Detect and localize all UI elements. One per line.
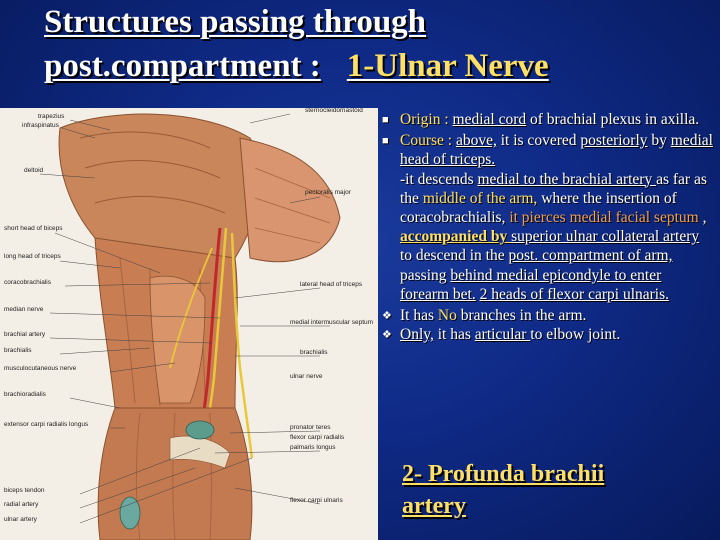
label-brachial-artery: brachial artery bbox=[4, 331, 46, 338]
label-medial-intermuscular-septum: medial intermuscular septum bbox=[290, 319, 373, 326]
label-short-head-biceps: short head of biceps bbox=[4, 225, 63, 232]
course-passing: passing bbox=[400, 266, 451, 284]
label-musculocutaneous-nerve: musculocutaneous nerve bbox=[4, 365, 77, 372]
label-median-nerve: median nerve bbox=[4, 306, 44, 313]
anatomy-svg: trapezius sternocleidomastoid infraspina… bbox=[0, 108, 378, 540]
bullet-course: ■ Course : above, it is covered posterio… bbox=[382, 131, 714, 304]
label-brachioradialis: brachioradialis bbox=[4, 391, 47, 398]
course-heads: 2 heads of flexor carpi ulnaris. bbox=[479, 285, 670, 303]
only-b: it has bbox=[433, 326, 475, 344]
label-flexor-carpi-ulnaris: flexor carpi ulnaris bbox=[290, 497, 343, 504]
course-medial-to: medial to the brachial artery bbox=[477, 170, 657, 188]
label-ulnar-artery: ulnar artery bbox=[4, 516, 38, 523]
diamond-bullet-icon: ❖ bbox=[382, 329, 392, 342]
course-behind: behind medial epicondyle to enter forear… bbox=[400, 266, 662, 303]
diamond-bullet-icon: ❖ bbox=[382, 310, 392, 323]
label-ext-carpi-radialis-longus: extensor carpi radialis longus bbox=[4, 421, 89, 428]
course-accompanied: accompanied by bbox=[400, 228, 512, 246]
course-medial-head: medial head of triceps. bbox=[400, 132, 713, 169]
course-by: by bbox=[647, 132, 671, 150]
course-label: Course : bbox=[400, 132, 453, 150]
course-pierces: it pierces medial facial septum bbox=[509, 209, 699, 227]
course-post-comp: post. compartment of arm, bbox=[508, 247, 673, 265]
only-a: Only, bbox=[400, 326, 434, 344]
course-descends: -it descends bbox=[400, 170, 478, 188]
profunda-line-2: artery bbox=[402, 493, 466, 519]
bullet-origin: ■ Origin : medial cord of brachial plexu… bbox=[382, 110, 714, 129]
slide-title: Structures passing through post.compartm… bbox=[44, 0, 714, 88]
course-superior: superior ulnar collateral artery bbox=[511, 228, 700, 246]
bullet-branches: ❖ It has No branches in the arm. bbox=[382, 306, 714, 325]
course-where: where the insertion of coracobrachialis, bbox=[400, 189, 677, 227]
label-radial-artery: radial artery bbox=[4, 501, 39, 508]
label-brachialis-2: brachialis bbox=[300, 349, 328, 356]
label-brachialis-1: brachialis bbox=[4, 347, 32, 354]
label-deltoid: deltoid bbox=[24, 167, 44, 174]
profunda-heading: 2- Profunda brachii artery bbox=[402, 458, 702, 522]
course-covered: it is covered bbox=[496, 132, 581, 150]
label-bicipital-aponeurosis: palmaris longus bbox=[290, 444, 336, 451]
origin-label: Origin : bbox=[400, 111, 449, 128]
title-nerve: 1-Ulnar Nerve bbox=[346, 48, 549, 84]
label-fcr-palmaris: flexor carpi radialis bbox=[290, 434, 345, 441]
square-bullet-icon: ■ bbox=[382, 135, 389, 148]
bullet-only: ❖ Only, it has articular to elbow joint. bbox=[382, 325, 714, 344]
branches-b: branches in the arm. bbox=[456, 307, 587, 325]
label-lateral-head-triceps: lateral head of triceps bbox=[300, 281, 363, 288]
square-bullet-icon: ■ bbox=[382, 114, 389, 126]
label-trapezius: trapezius bbox=[38, 113, 65, 120]
bullet-list: ■ Origin : medial cord of brachial plexu… bbox=[382, 110, 714, 344]
label-sternocleidomastoid: sternocleidomastoid bbox=[305, 108, 363, 114]
title-line-1: Structures passing through bbox=[44, 4, 427, 40]
only-d: to elbow joint. bbox=[530, 326, 621, 344]
origin-rest: of brachial plexus in axilla. bbox=[526, 111, 700, 128]
arm-anatomy-illustration: trapezius sternocleidomastoid infraspina… bbox=[0, 108, 378, 540]
label-pectoralis-major: pectoralis major bbox=[305, 189, 352, 196]
label-ulnar-nerve: ulnar nerve bbox=[290, 373, 323, 380]
title-compartment: post.compartment : bbox=[44, 48, 321, 84]
profunda-line-1: 2- Profunda brachii bbox=[402, 461, 605, 487]
course-above: above, bbox=[455, 132, 497, 150]
origin-medial-cord: medial cord bbox=[452, 111, 527, 128]
course-comma: , bbox=[698, 209, 707, 227]
branches-no: No bbox=[437, 307, 457, 325]
branches-a: It has bbox=[400, 307, 438, 325]
course-to-descend: to descend in the bbox=[400, 247, 509, 265]
label-long-head-triceps: long head of triceps bbox=[4, 253, 61, 260]
course-middle: middle of the arm, bbox=[422, 189, 538, 207]
label-coracobrachialis: coracobrachialis bbox=[4, 279, 52, 286]
label-pronator-teres: pronator teres bbox=[290, 424, 331, 431]
course-as-far: as far as the bbox=[400, 170, 707, 207]
only-articular: articular bbox=[474, 326, 531, 344]
label-biceps-tendon: biceps tendon bbox=[4, 487, 45, 494]
title-line-2: post.compartment : 1-Ulnar Nerve bbox=[44, 44, 714, 88]
course-posteriorly: posteriorly bbox=[580, 132, 648, 150]
label-infraspinatus: infraspinatus bbox=[22, 122, 60, 129]
